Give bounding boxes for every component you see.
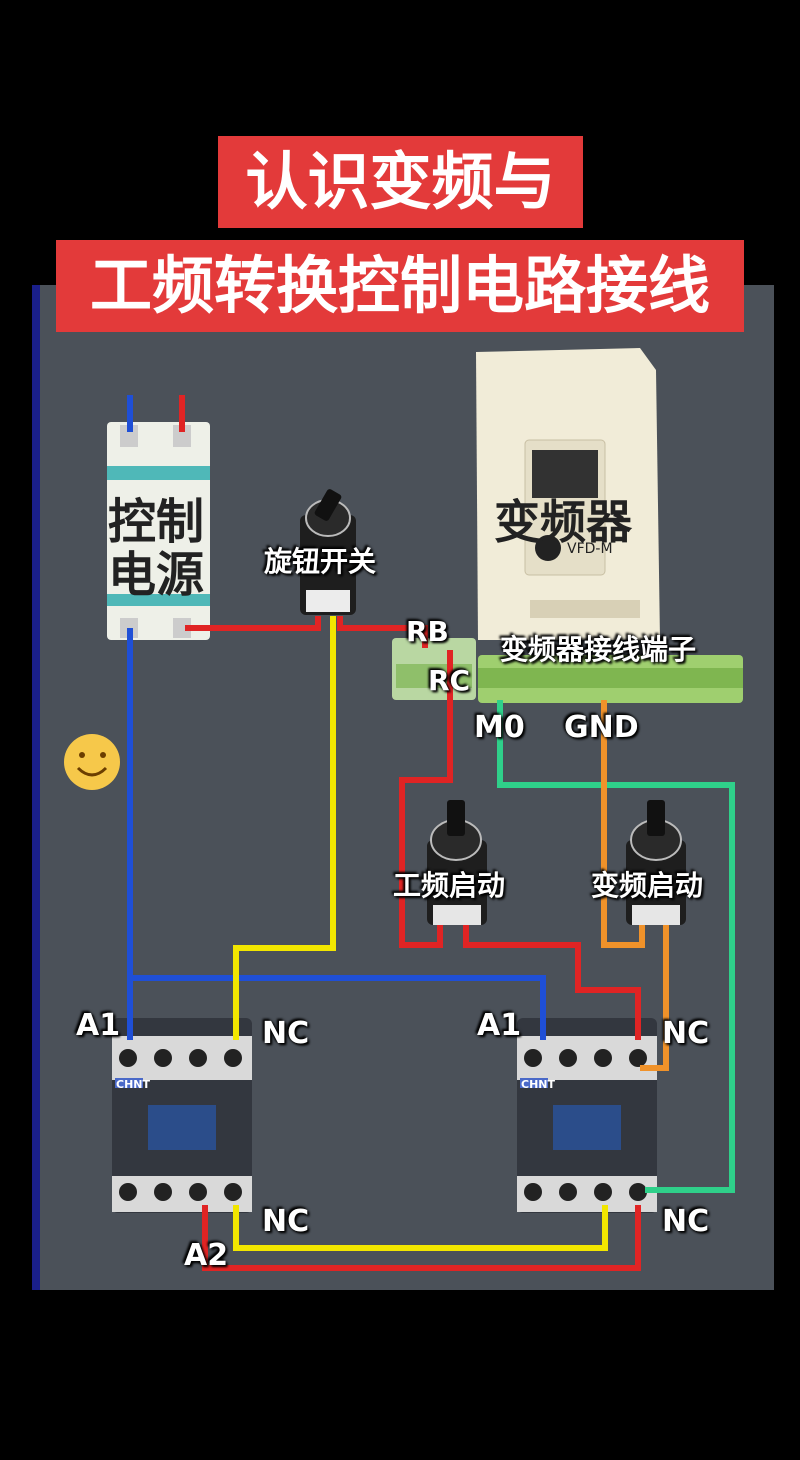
red-wire-mains-nc bbox=[463, 925, 641, 1040]
orange-wire-vfdstart-nc bbox=[640, 925, 669, 1071]
control-power-label-2: 电源 bbox=[108, 547, 205, 603]
gnd-label: GND bbox=[564, 710, 639, 745]
red-wire-rc-mains bbox=[399, 650, 453, 948]
red-wire-power-switch bbox=[185, 616, 321, 631]
smiley-icon bbox=[64, 734, 120, 790]
red-wire-a2 bbox=[202, 1205, 641, 1271]
control-power-module bbox=[107, 422, 210, 640]
vfd-unit bbox=[476, 348, 660, 640]
vfd-terminal-strip bbox=[478, 655, 743, 703]
right-a1-label: A1 bbox=[477, 1008, 522, 1043]
right-nc-top-label: NC bbox=[662, 1016, 710, 1051]
yellow-wire-switch-nc bbox=[233, 616, 336, 1040]
red-wire-switch-rb bbox=[337, 616, 428, 648]
left-nc-bottom-label: NC bbox=[262, 1204, 310, 1239]
green-wire-m0 bbox=[497, 700, 735, 1193]
rotary-switch-label: 旋钮开关 bbox=[264, 545, 377, 578]
mains-start-label: 工频启动 bbox=[393, 869, 506, 902]
left-nc-top-label: NC bbox=[262, 1016, 310, 1051]
left-a1-label: A1 bbox=[76, 1008, 121, 1043]
right-contactor-brand: CHNT bbox=[521, 1078, 555, 1091]
rb-label: RB bbox=[406, 615, 449, 648]
vfd-start-switch bbox=[626, 800, 686, 925]
title-line-2: 工频转换控制电路接线 bbox=[56, 240, 744, 332]
m0-label: M0 bbox=[474, 710, 525, 745]
left-a2-label: A2 bbox=[184, 1238, 229, 1273]
left-contactor bbox=[112, 1018, 252, 1213]
blue-wire-a1-bridge bbox=[130, 975, 546, 1040]
rc-label: RC bbox=[428, 664, 471, 697]
right-contactor bbox=[517, 1018, 657, 1213]
vfd-start-label: 变频启动 bbox=[591, 869, 704, 902]
vfd-label: 变频器 bbox=[494, 495, 632, 549]
rotary-switch bbox=[300, 489, 356, 615]
panel-edge bbox=[32, 285, 40, 1290]
relay-terminal-block bbox=[392, 638, 476, 700]
title-line-1: 认识变频与 bbox=[218, 136, 583, 228]
vfd-terminals-label: 变频器接线端子 bbox=[500, 633, 697, 666]
left-contactor-brand: CHNT bbox=[116, 1078, 150, 1091]
mains-start-switch bbox=[427, 800, 487, 925]
vfd-model-label: VFD-M bbox=[567, 541, 613, 557]
right-nc-bottom-label: NC bbox=[662, 1204, 710, 1239]
yellow-wire-bottom bbox=[233, 1205, 608, 1251]
control-power-label-1: 控制 bbox=[108, 494, 205, 550]
orange-wire-gnd bbox=[601, 700, 645, 948]
